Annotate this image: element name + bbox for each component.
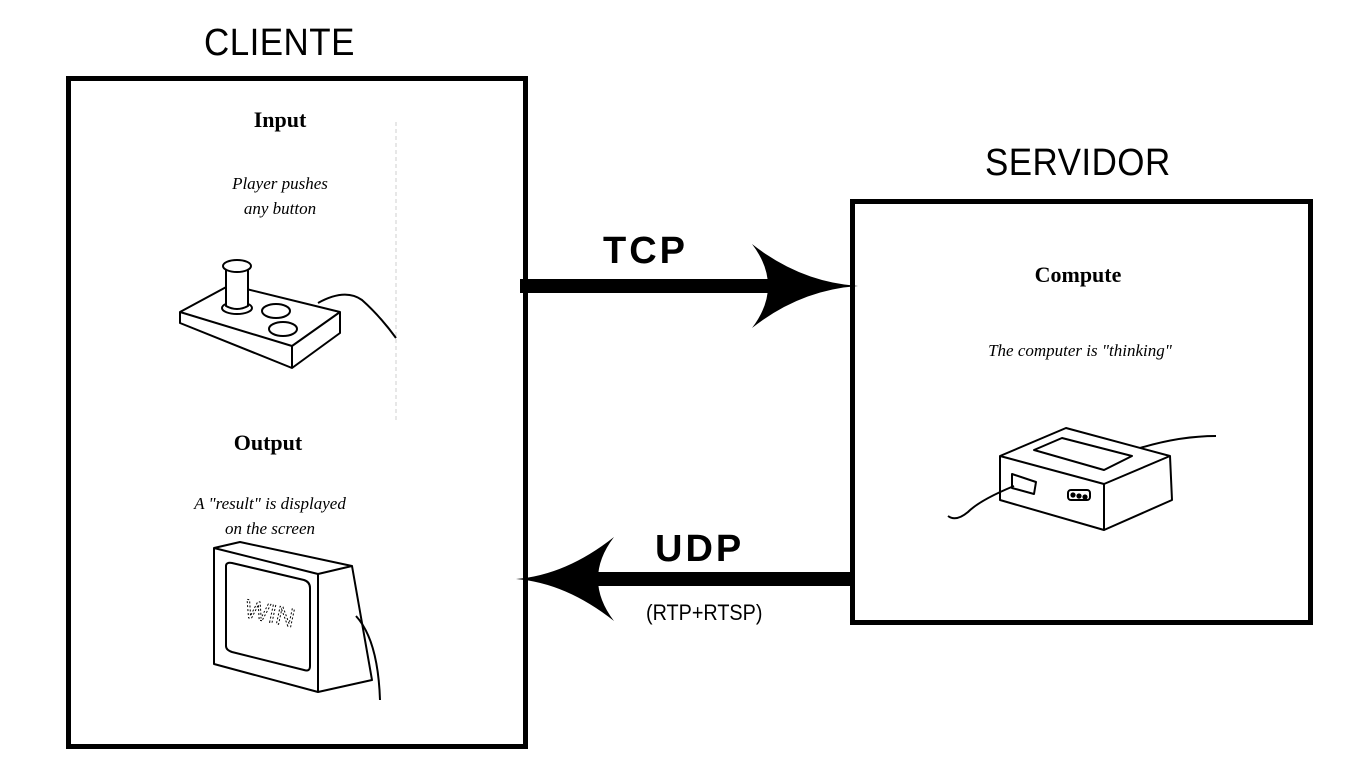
udp-label: UDP <box>655 528 745 570</box>
monitor-icon <box>213 541 381 701</box>
input-caption-line2: any button <box>243 199 317 218</box>
udp-arrow <box>516 537 852 621</box>
tcp-arrow <box>520 244 858 328</box>
input-caption: Player pushes any button <box>170 171 390 221</box>
udp-arrow-head <box>516 537 614 621</box>
input-caption-line1: Player pushes <box>232 174 328 193</box>
output-heading: Output <box>233 430 303 455</box>
udp-arrow-shaft <box>590 572 852 586</box>
input-heading: Input <box>253 107 307 132</box>
server-box <box>850 199 1313 625</box>
compute-heading: Compute <box>1034 262 1122 287</box>
compute-caption: The computer is "thinking" <box>988 341 1172 360</box>
tcp-arrow-head <box>752 244 858 328</box>
output-caption: A "result" is displayed on the screen <box>160 491 380 541</box>
tcp-arrow-shaft <box>520 279 775 293</box>
output-caption-line2: on the screen <box>224 519 315 538</box>
server-title: SERVIDOR <box>985 142 1171 184</box>
output-caption-line1: A "result" is displayed <box>194 494 346 513</box>
console-icon <box>947 427 1217 531</box>
rtp-rtsp-label: (RTP+RTSP) <box>646 600 763 625</box>
tcp-label: TCP <box>603 230 688 272</box>
joystick-icon <box>179 259 397 369</box>
client-title: CLIENTE <box>204 22 355 64</box>
